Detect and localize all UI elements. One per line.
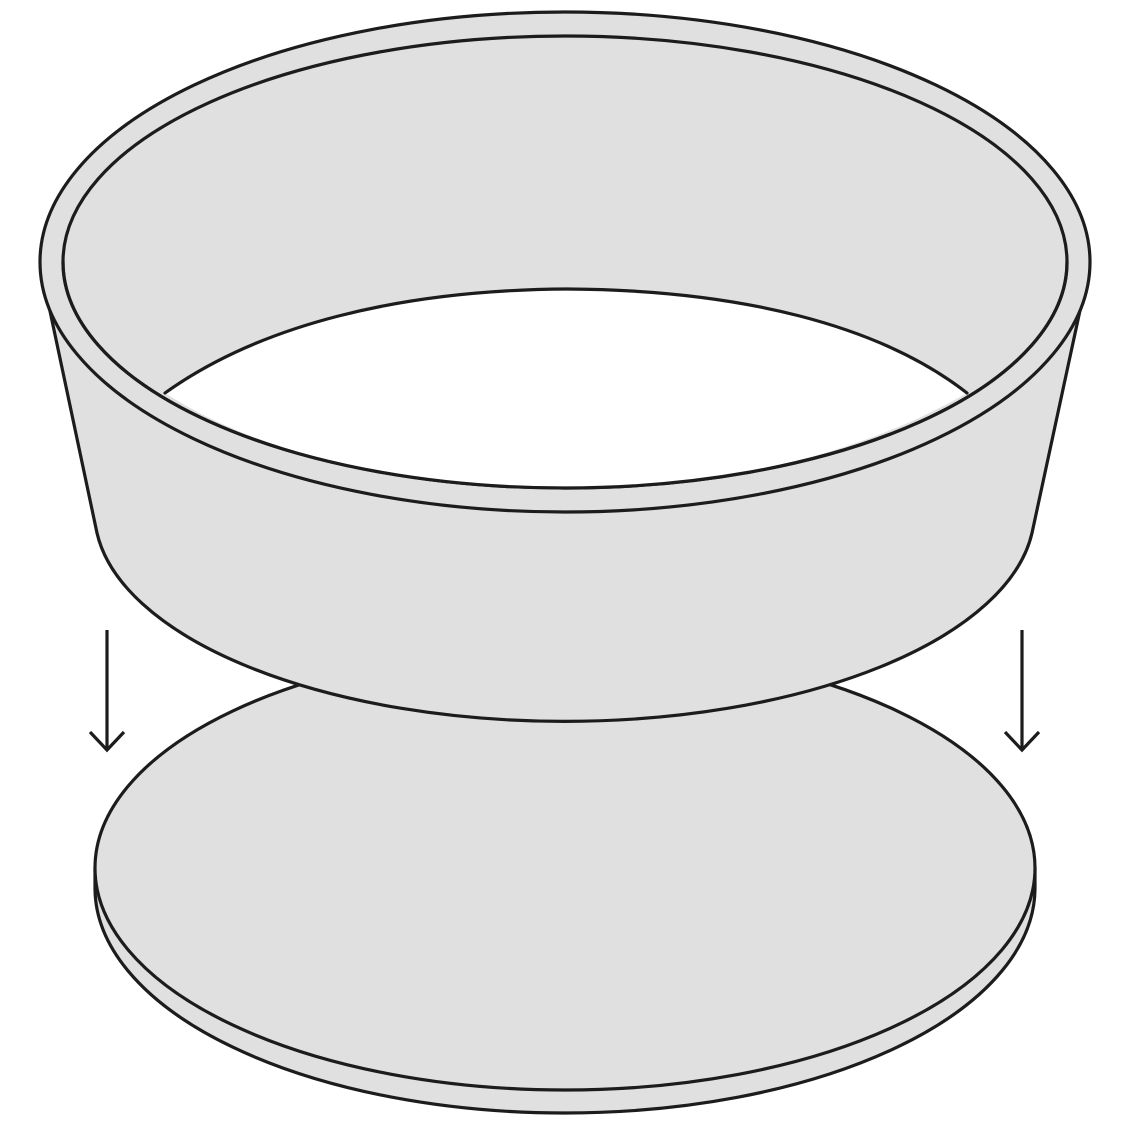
down-arrow-right <box>1003 630 1041 753</box>
ring-opening <box>165 289 967 488</box>
ring-opening-edge <box>163 287 969 395</box>
down-arrow-left <box>88 630 126 753</box>
tapered-ring <box>38 10 1092 723</box>
ring-inner-lower-edge <box>61 260 1069 490</box>
